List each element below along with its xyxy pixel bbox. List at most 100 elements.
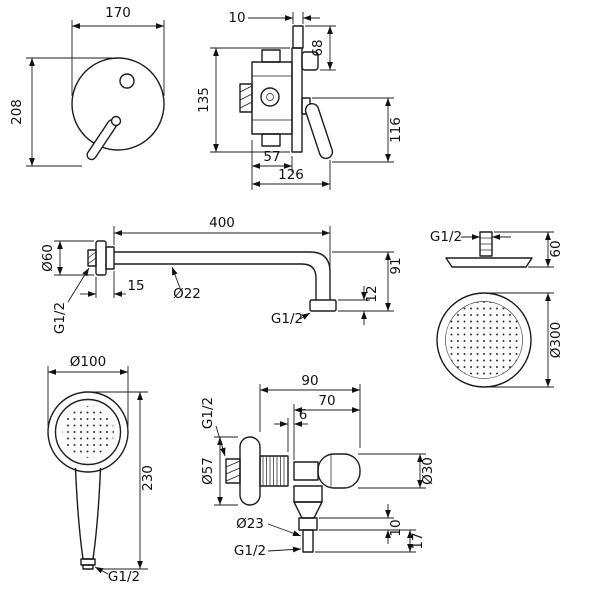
arm-pipe-inner: [114, 263, 317, 300]
dim-arm-length-lines: [113, 226, 331, 270]
arm-flange-step: [105, 246, 115, 270]
dim-head-diameter-label: Ø300: [548, 322, 564, 358]
hand-hose-nut: [80, 558, 96, 566]
dim-mixer-height-label: 208: [9, 99, 25, 125]
head-side-view: G1/2 60: [430, 229, 564, 268]
dim-top-height-lines: [305, 25, 336, 71]
head-disc-profile: [445, 257, 533, 268]
head-nozzle-field: [445, 301, 523, 379]
arm-outlet-thread-leader: [299, 312, 311, 320]
top-outlet-pipe: [292, 25, 304, 49]
outlet-thread-lines: [262, 456, 285, 486]
dim-gap-lines: [274, 418, 308, 452]
dim-head-diameter-lines: [488, 292, 554, 388]
dim-outlet-nut-label: 12: [364, 285, 380, 302]
hand-hose-stub: [82, 564, 94, 570]
cartridge-circle: [260, 87, 280, 107]
dim-flange-depth-label: 15: [127, 278, 144, 294]
bottom-connection: [261, 133, 281, 147]
dim-handle-height-label: 116: [388, 117, 404, 143]
dim-outlet-total-depth-lines: [259, 384, 361, 448]
dim-head-height-lines: [494, 231, 554, 268]
arm-outlet-thread-label: G1/2: [271, 311, 303, 327]
arm-flange: [95, 240, 107, 276]
dim-outlet-pipe-label: Ø23: [236, 516, 264, 532]
dim-holder-depth-label: 70: [318, 393, 335, 409]
head-front-view: Ø300: [436, 292, 564, 388]
wall-thread-leader: [67, 267, 90, 303]
outlet-thread-label: G1/2: [234, 543, 266, 559]
lever-pivot: [110, 115, 122, 127]
diverter-knob: [119, 73, 135, 89]
dim-flange-diameter-label: Ø60: [40, 244, 56, 272]
outlet-lower-nut: [298, 517, 318, 531]
pipe-diameter-leader: [171, 266, 181, 289]
hand-thread-leader: [94, 566, 109, 575]
dim-outlet-flange-label: Ø57: [200, 457, 216, 485]
wall-plate-profile: [291, 47, 303, 153]
arm-outlet-nut: [309, 299, 337, 312]
dim-outlet-length-lines: [315, 530, 416, 553]
outlet-thread-boss: [259, 455, 289, 487]
outlet-thread-leader: [267, 546, 302, 553]
dim-gap-label: 6: [299, 407, 308, 423]
outlet-flange: [239, 436, 261, 506]
dim-handle-height-lines: [312, 97, 394, 163]
dim-drop-height-lines: [332, 251, 394, 312]
outlet-inlet-thread-leader: [215, 425, 226, 457]
dim-plate-height-lines: [210, 47, 290, 153]
inlet-boss: [239, 83, 253, 113]
outlet-upper-nut: [293, 485, 323, 503]
dim-outlet-total-depth-label: 90: [301, 373, 318, 389]
dim-nut-height-label: 10: [388, 519, 404, 536]
wall-outlet-view: 90 70 6 G1/2 Ø57 Ø23 G1/2 Ø30: [200, 373, 436, 559]
dim-outlet-nut-lines: [338, 286, 370, 325]
outlet-inlet-thread-label: G1/2: [200, 397, 216, 429]
spout-stub: [301, 51, 319, 71]
outlet-pipe-diameter-leader: [267, 523, 302, 537]
mixer-side-view: 10 68 135 57 126 116: [196, 10, 404, 190]
holder-arm: [293, 461, 319, 481]
dim-top-height-label: 68: [310, 39, 326, 56]
hand-thread-label: G1/2: [108, 569, 140, 585]
head-stem-thread: [480, 237, 492, 251]
dim-holder-diameter-lines: [358, 453, 426, 489]
cartridge-screw: [266, 93, 274, 101]
shower-arm-view: 400 Ø60 15 Ø22 G1/2 91 12: [40, 215, 404, 334]
wall-thread-hatch: [87, 251, 97, 265]
mixer-plate-circle: [71, 57, 165, 151]
dim-flange-depth-lines: [80, 271, 126, 298]
dim-holder-diameter-label: Ø30: [420, 457, 436, 485]
dim-outlet-length-label: 17: [410, 532, 426, 549]
dim-total-depth-label: 126: [278, 167, 304, 183]
hand-head-inner-ring: [54, 398, 122, 466]
head-outer-circle: [436, 292, 532, 388]
wall-thread-stub: [87, 249, 97, 267]
dim-nut-height-lines: [319, 504, 416, 544]
top-connection: [261, 49, 281, 63]
dim-pipe-width-lines: [248, 12, 320, 24]
dim-plate-height-label: 135: [196, 87, 212, 113]
arm-pipe-outer: [114, 251, 331, 300]
dim-mixer-height-lines: [26, 57, 112, 167]
head-thread-label: G1/2: [430, 229, 462, 245]
dim-head-height-label: 60: [548, 240, 564, 257]
dim-flange-diameter-lines2: [214, 436, 238, 506]
dim-body-depth-label: 57: [263, 149, 280, 165]
dim-mixer-width-label: 170: [105, 5, 131, 21]
dim-drop-height-label: 91: [388, 257, 404, 274]
dim-pipe-diameter-label: Ø22: [173, 286, 201, 302]
dim-hand-length-lines: [92, 391, 148, 570]
dim-hand-diameter-lines: [47, 366, 129, 426]
dim-hand-length-label: 230: [140, 465, 156, 491]
dim-total-depth-lines: [252, 160, 331, 190]
dim-hand-diameter-label: Ø100: [70, 354, 106, 370]
valve-body: [251, 61, 293, 135]
dim-arm-length-label: 400: [209, 215, 235, 231]
hand-head-outer: [47, 391, 129, 473]
dim-pipe-width-label: 10: [228, 10, 245, 26]
mixer-front-view: 170 208: [9, 5, 165, 167]
outlet-inlet-hatch: [225, 460, 241, 482]
